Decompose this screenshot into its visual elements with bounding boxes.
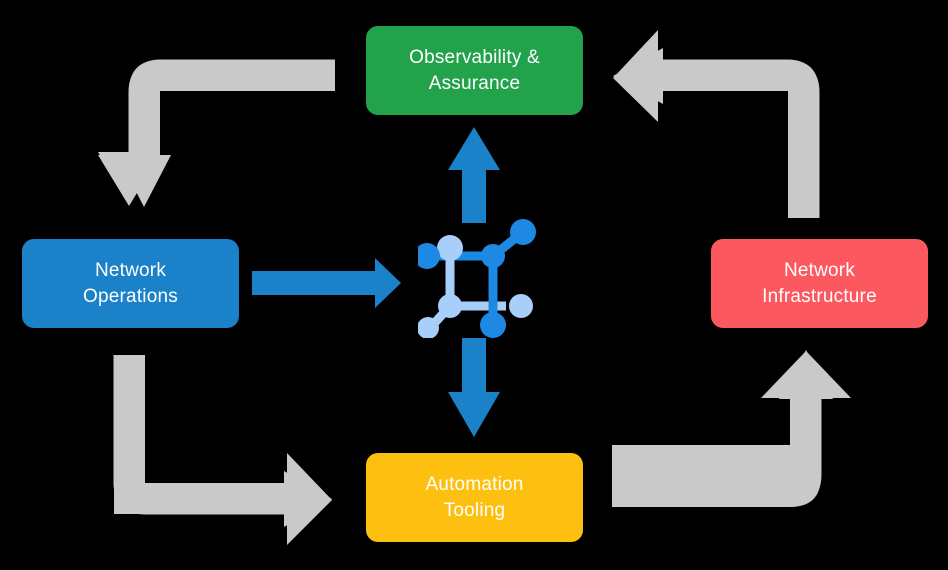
gray-elbow-strokes bbox=[113, 48, 833, 527]
node-network-operations[interactable]: Network Operations bbox=[22, 239, 239, 328]
network-topology-icon bbox=[418, 219, 536, 338]
node-automation-tooling[interactable]: Automation Tooling bbox=[366, 453, 583, 542]
node-network-infrastructure[interactable]: Network Infrastructure bbox=[711, 239, 928, 328]
blue-arrow-center-to-automation bbox=[448, 338, 500, 437]
blue-arrow-operations-to-center bbox=[252, 258, 401, 308]
blue-arrow-center-to-observability bbox=[448, 127, 500, 223]
node-observability-assurance[interactable]: Observability & Assurance bbox=[366, 26, 583, 115]
